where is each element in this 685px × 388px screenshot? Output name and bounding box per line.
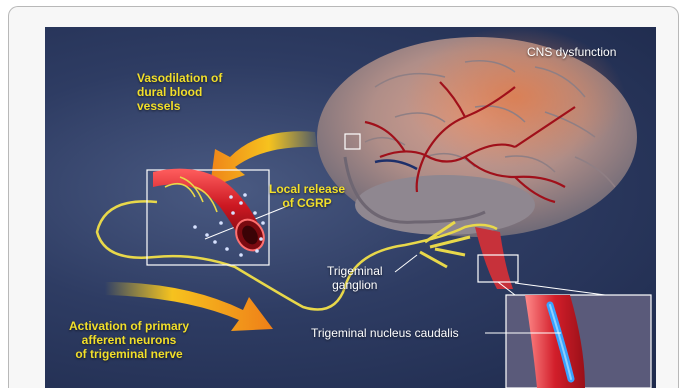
vasodilation-line-1: Vasodilation of bbox=[137, 71, 222, 85]
nucleus-caudalis-label: Trigeminal nucleus caudalis bbox=[311, 326, 459, 340]
activation-label: Activation of primary afferent neurons o… bbox=[69, 319, 189, 361]
cgrp-label: Local release of CGRP bbox=[269, 182, 345, 210]
vasodilation-line-2: dural blood bbox=[137, 85, 222, 99]
figure-frame: CNS dysfunction Vasodilation of dural bl… bbox=[8, 6, 679, 388]
flow-arrows bbox=[105, 131, 317, 331]
migraine-pathway-illustration: CNS dysfunction Vasodilation of dural bl… bbox=[45, 27, 656, 388]
activation-line-1: Activation of primary bbox=[69, 319, 189, 333]
ganglion-line-2: ganglion bbox=[327, 278, 383, 292]
vessel-inset bbox=[147, 169, 269, 265]
vasodilation-line-3: vessels bbox=[137, 99, 222, 113]
trigeminal-ganglion-label: Trigeminal ganglion bbox=[327, 264, 383, 292]
cgrp-line-2: of CGRP bbox=[269, 196, 345, 210]
vasodilation-label: Vasodilation of dural blood vessels bbox=[137, 71, 222, 113]
ganglion-line-1: Trigeminal bbox=[327, 264, 383, 278]
brainstem-graphic bbox=[475, 227, 651, 388]
activation-line-3: of trigeminal nerve bbox=[69, 347, 189, 361]
cns-dysfunction-label: CNS dysfunction bbox=[527, 45, 616, 59]
activation-line-2: afferent neurons bbox=[69, 333, 189, 347]
cgrp-line-1: Local release bbox=[269, 182, 345, 196]
